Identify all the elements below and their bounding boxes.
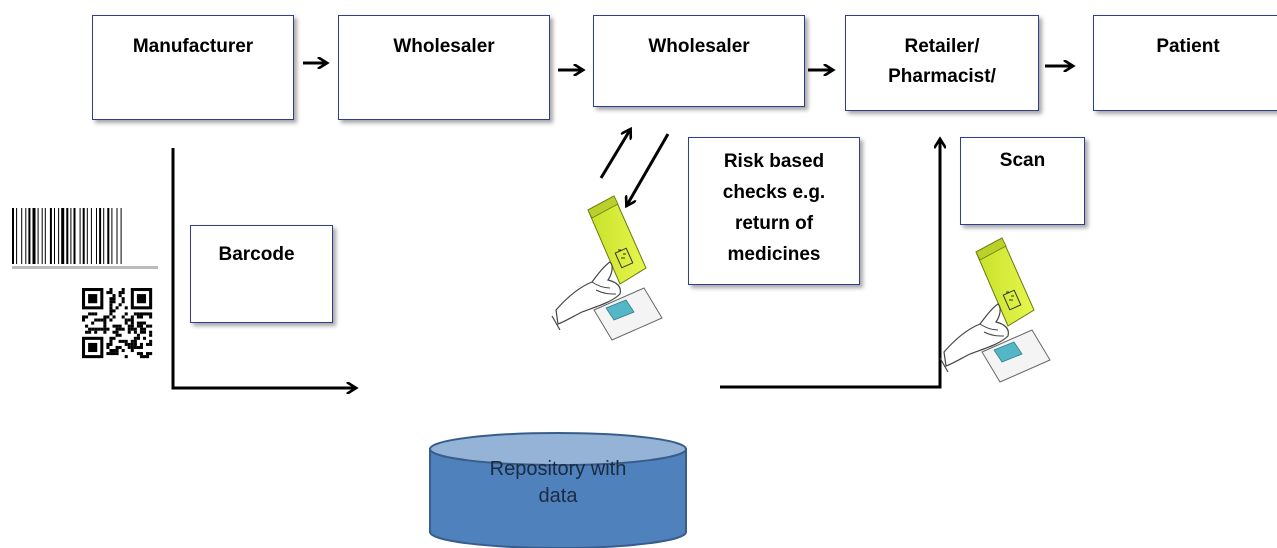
- repository-database: [429, 432, 687, 548]
- flow-manufacturer-to-repository: [171, 148, 355, 388]
- node-retailer-pharmacist: Retailer/ Pharmacist/: [845, 15, 1039, 111]
- node-label: Manufacturer: [132, 36, 254, 57]
- hand-scanning-package-icon: [551, 195, 663, 341]
- node-wholesaler-1: Wholesaler: [338, 15, 550, 120]
- repository-label: Repository with data: [430, 456, 686, 548]
- linear-barcode-icon: [12, 208, 158, 269]
- node-label: Patient: [1156, 36, 1220, 57]
- node-wholesaler-2: Wholesaler: [593, 15, 805, 107]
- node-label: Scan: [999, 150, 1046, 171]
- node-barcode: Barcode: [190, 225, 333, 323]
- node-label: Wholesaler: [393, 36, 495, 57]
- hand-scanning-package-icon: [939, 237, 1051, 383]
- qr-code-icon: [82, 288, 153, 359]
- arrow-scan-up-to-wholesaler: [599, 130, 630, 179]
- node-risk-based-checks: Risk based checks e.g. return of medicin…: [688, 137, 860, 285]
- node-manufacturer: Manufacturer: [92, 15, 294, 120]
- flow-repository-to-retailer: [720, 140, 940, 389]
- node-label: Retailer/ Pharmacist/: [888, 36, 996, 87]
- arrow-wholesaler-down-to-scan: [627, 133, 670, 205]
- node-label: Risk based checks e.g. return of medicin…: [722, 151, 826, 265]
- node-label: Barcode: [218, 244, 295, 265]
- node-patient: Patient: [1093, 15, 1277, 111]
- node-label: Wholesaler: [648, 36, 750, 57]
- node-scan: Scan: [960, 137, 1085, 225]
- repository-label-text: Repository with data: [489, 458, 627, 507]
